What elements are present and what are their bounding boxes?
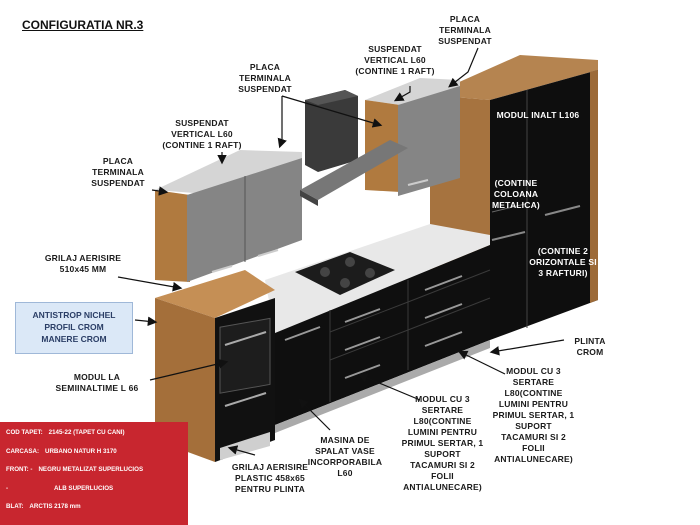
spec-value: 2145-22 (TAPET CU CANI) [48, 429, 125, 436]
label-modul-inalt: MODUL INALT L106 [496, 110, 580, 120]
semi-tall-module [155, 270, 275, 462]
label-placa-left: PLACA TERMINALA SUSPENDAT [91, 156, 145, 188]
spec-key: CARCASA: [6, 447, 39, 455]
spec-row: COD TAPET: 2145-22 (TAPET CU CANI) [6, 428, 182, 447]
label-suspendat-left: SUSPENDAT VERTICAL L60 (CONTINE 1 RAFT) [162, 118, 242, 150]
label-placa-top-right: PLACA TERMINALA SUSPENDAT [438, 14, 492, 46]
label-grilaj-top: GRILAJ AERISIRE 510x45 MM [44, 253, 122, 274]
accessory-line: MANERE CROM [41, 334, 107, 344]
label-placa-mid: PLACA TERMINALA SUSPENDAT [238, 62, 292, 94]
spec-key: FRONT: - [6, 466, 33, 473]
spec-key: BLAT: [6, 503, 24, 510]
upper-cabinets [155, 78, 460, 282]
accessories-box: ANTISTROP NICHEL PROFIL CROM MANERE CROM [15, 302, 133, 354]
spec-row: FRONT: - NEGRU METALIZAT SUPERLUCIOS [6, 465, 182, 484]
spec-value: ALB SUPERLUCIOS [54, 484, 114, 492]
label-grilaj-bottom: GRILAJ AERISIRE PLASTIC 458x65 PENTRU PL… [231, 462, 309, 494]
spec-row: CARCASA: URBANO NATUR H 3170 [6, 447, 182, 466]
spec-row: - ALB SUPERLUCIOS [6, 484, 182, 503]
spec-key: - [6, 484, 9, 492]
base-cabinets [265, 224, 491, 433]
label-masina: MASINA DE SPALAT VASE INCORPORABILA L60 [307, 435, 383, 478]
spec-value: URBANO NATUR H 3170 [45, 447, 117, 455]
range-hood [300, 90, 408, 206]
label-modul-3-mid: MODUL CU 3 SERTARE L80(CONTINE LUMINI PE… [401, 394, 484, 492]
label-suspendat-right: SUSPENDAT VERTICAL L60 (CONTINE 1 RAFT) [355, 44, 435, 76]
accessory-line: ANTISTROP NICHEL [32, 310, 116, 320]
spec-key: COD TAPET: [6, 429, 43, 436]
label-contine-coloana: (CONTINE COLOANA METALICA) [492, 178, 540, 210]
leader-lines [117, 47, 565, 456]
spec-value: ARCTIS 2178 mm [29, 503, 81, 510]
specifications-box: COD TAPET: 2145-22 (TAPET CU CANI) CARCAS… [0, 422, 188, 525]
label-modul-la: MODUL LA SEMIINALTIME L 66 [55, 372, 139, 393]
label-plinta: PLINTA CROM [574, 336, 606, 357]
label-modul-3-right: MODUL CU 3 SERTARE L80(CONTINE LUMINI PE… [492, 366, 575, 464]
accessory-line: PROFIL CROM [44, 322, 104, 332]
spec-row: BLAT: ARCTIS 2178 mm [6, 502, 182, 521]
page-title: CONFIGURATIA NR.3 [22, 18, 144, 32]
label-contine-2: (CONTINE 2 ORIZONTALE SI 3 RAFTURI) [529, 246, 597, 278]
spec-value: NEGRU METALIZAT SUPERLUCIOS [38, 466, 144, 473]
